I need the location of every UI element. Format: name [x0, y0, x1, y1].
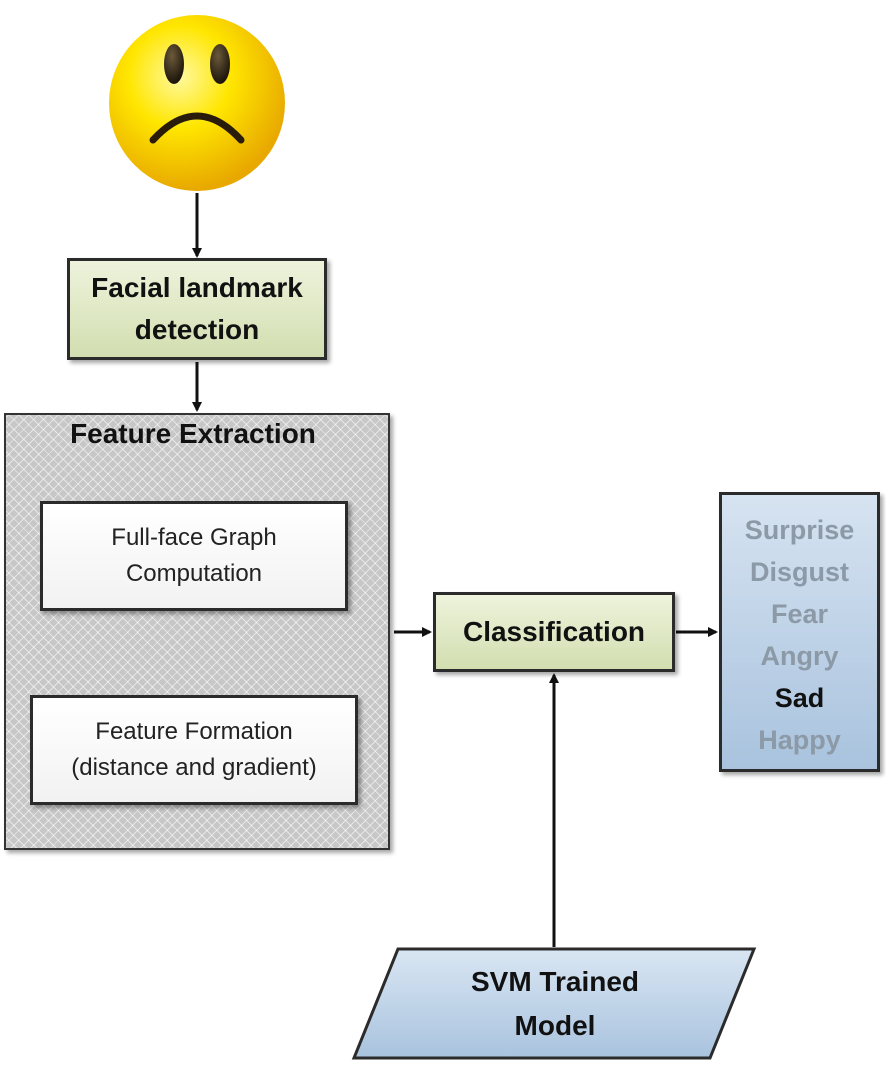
landmark-line2: detection [134, 314, 260, 345]
graph-computation-box: Full-face Graph Computation [40, 501, 348, 611]
emotion-sad: Sad [774, 683, 825, 713]
emotion-output-box: Surprise Disgust Fear Angry Sad Happy [719, 492, 880, 772]
formation-line2: (distance and gradient) [71, 754, 317, 781]
model-line2: Model [514, 1010, 596, 1041]
classification-box: Classification [433, 592, 675, 672]
graph-line1: Full-face Graph [111, 524, 277, 551]
svm-model-shape [351, 947, 757, 1060]
feature-formation-box: Feature Formation (distance and gradient… [30, 695, 358, 805]
emotion-happy: Happy [758, 725, 841, 755]
landmark-detection-box: Facial landmark detection [67, 258, 327, 360]
emotion-angry: Angry [760, 641, 839, 671]
model-line1: SVM Trained [470, 966, 640, 997]
sad-face-icon [109, 15, 285, 191]
emotion-disgust: Disgust [749, 557, 849, 587]
feature-extraction-title: Feature Extraction [70, 418, 316, 449]
classification-label: Classification [462, 616, 646, 647]
svm-model-label: SVM Trained Model [380, 958, 730, 1050]
landmark-line1: Facial landmark [91, 272, 303, 303]
emotion-surprise: Surprise [744, 515, 855, 545]
graph-line2: Computation [125, 560, 263, 587]
formation-line1: Feature Formation [95, 718, 293, 745]
emotion-fear: Fear [770, 599, 829, 629]
